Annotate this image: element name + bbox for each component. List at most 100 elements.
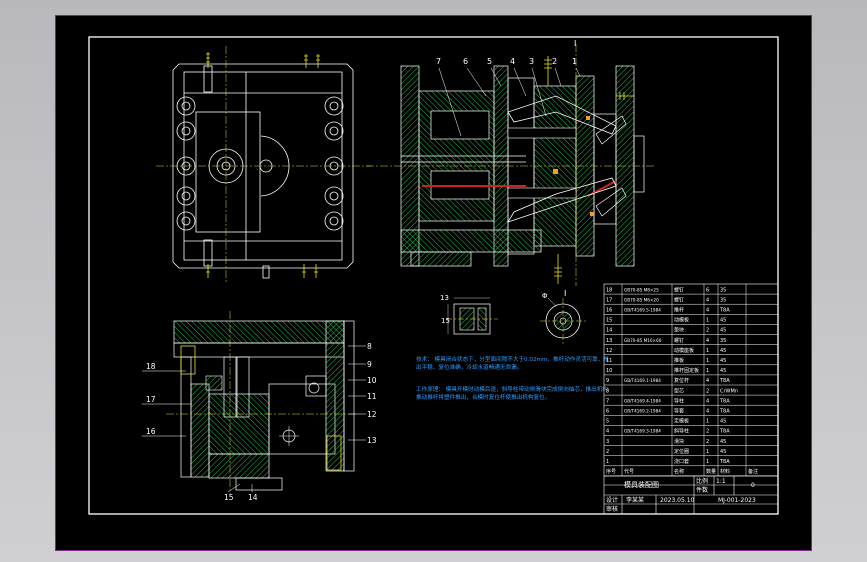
bom-cell-name: 定位圈 xyxy=(674,448,689,455)
bom-header-std: 代号 xyxy=(624,468,634,475)
callout-16: 16 xyxy=(146,427,156,436)
bom-cell-name: 动模板 xyxy=(674,317,689,324)
bom-cell-mat: T8A xyxy=(719,459,730,465)
bom-cell-name: 定模板 xyxy=(674,418,689,425)
bom-cell-qty: 2 xyxy=(706,439,709,445)
bom-cell-name: 推板 xyxy=(674,357,684,364)
bom-header-note: 备注 xyxy=(748,468,758,475)
callout-8: 8 xyxy=(367,342,372,351)
bom-cell-mat: T8A xyxy=(719,409,730,415)
bom-header-qty: 数量 xyxy=(706,468,716,475)
main-section-centerlines xyxy=(366,44,656,286)
bom-cell-name: 螺钉 xyxy=(674,296,684,303)
detail-view-left: 13 15 xyxy=(440,294,498,335)
callout-6: 6 xyxy=(463,57,468,66)
bom-cell-mat: 35 xyxy=(720,287,726,293)
title-block-text: 模具装配图 比例 1:1 0 件数 设计 李某某 2023.05.10 MJ-0… xyxy=(606,477,756,513)
callout-1: 1 xyxy=(572,57,577,66)
bom-cell-mat: 45 xyxy=(720,449,726,455)
section-mark-bottom: I xyxy=(564,289,566,298)
bom-cell-qty: 1 xyxy=(706,419,709,425)
bom-cell-no: 14 xyxy=(606,328,612,334)
bom-cell-mat: T8A xyxy=(719,308,730,314)
bom-cell-name: 浇口套 xyxy=(674,458,689,465)
side-callout-leaders xyxy=(142,345,366,493)
callout-18: 18 xyxy=(146,362,156,371)
bom-cell-mat: T8A xyxy=(719,429,730,435)
bom-cell-mat: T8A xyxy=(719,398,730,404)
working-principle-note: 工作原理： 模具开模时动模后退，斜导柱带动侧滑块完成侧向抽芯，推出机构推动推杆将… xyxy=(416,387,608,401)
bom-cell-no: 11 xyxy=(606,358,612,364)
detail-dim-width: 13 xyxy=(440,294,449,302)
bom-cell-qty: 4 xyxy=(706,409,709,415)
designer-label: 设计 xyxy=(606,496,618,504)
bom-cell-std: GB70-85 M6×20 xyxy=(624,297,659,302)
bom-cell-qty: 2 xyxy=(706,388,709,394)
side-callouts: 8 9 10 11 12 13 18 17 16 15 14 xyxy=(146,342,377,502)
bom-cell-std: GB/T4169.1-1984 xyxy=(624,378,661,383)
bom-cell-qty: 2 xyxy=(706,328,709,334)
bom-cell-no: 5 xyxy=(606,419,609,425)
detail-dim-circle: Φ xyxy=(542,292,548,300)
bom-cell-no: 18 xyxy=(606,287,612,293)
main-section-screws xyxy=(544,56,634,284)
bom-cell-qty: 1 xyxy=(706,358,709,364)
cad-drawing-canvas[interactable]: 7 6 5 4 3 2 1 I I xyxy=(56,16,811,550)
callout-14: 14 xyxy=(248,493,258,502)
callout-15: 15 xyxy=(224,493,234,502)
bom-cell-name: 滑块 xyxy=(674,438,684,445)
bom-cell-qty: 6 xyxy=(706,287,709,293)
detail-view-right: Φ xyxy=(540,292,586,344)
bom-cell-no: 9 xyxy=(606,378,609,384)
main-section-view xyxy=(400,65,645,267)
bom-cell-qty: 1 xyxy=(706,368,709,374)
callout-4: 4 xyxy=(510,57,515,66)
bom-cell-no: 13 xyxy=(606,338,612,344)
bom-cell-no: 3 xyxy=(606,439,609,445)
technical-notes-area: 技术： 模具闭合状态下，分型面间隙不大于0.02mm，推杆动作灵活可靠，推出平稳… xyxy=(416,357,609,401)
plan-view-centerlines xyxy=(156,46,371,284)
bom-cell-name: 螺钉 xyxy=(674,286,684,293)
top-callouts: 7 6 5 4 3 2 1 I I xyxy=(436,39,577,298)
bom-cell-no: 7 xyxy=(606,398,609,404)
side-section-centerlines xyxy=(166,311,356,496)
bom-cell-name: 斜导柱 xyxy=(674,428,689,435)
bom-cell-std: GB/T4169.4-1984 xyxy=(624,398,661,403)
bom-cell-std: GB70-85 M10×60 xyxy=(624,338,662,343)
callout-9: 9 xyxy=(367,360,372,369)
bom-cell-no: 12 xyxy=(606,348,612,354)
callout-17: 17 xyxy=(146,395,156,404)
bom-cell-qty: 1 xyxy=(706,318,709,324)
bom-cell-name: 导柱 xyxy=(674,397,684,404)
bom-cell-qty: 4 xyxy=(706,338,709,344)
bom-cell-std: GB70-85 M8×25 xyxy=(624,287,659,292)
scale-label: 比例 xyxy=(696,477,708,485)
top-callout-leaders xyxy=(438,67,581,137)
drawing-title: 模具装配图 xyxy=(624,480,659,489)
callout-5: 5 xyxy=(487,57,492,66)
bom-cell-name: 垫块 xyxy=(674,327,684,334)
callout-3: 3 xyxy=(529,57,534,66)
bom-cell-std: GB/T4169.3-1984 xyxy=(624,429,661,434)
callout-11: 11 xyxy=(367,392,377,401)
bom-cell-qty: 1 xyxy=(706,449,709,455)
bom-cell-qty: 4 xyxy=(706,398,709,404)
bom-cell-mat: 45 xyxy=(720,348,726,354)
bom-cell-qty: 2 xyxy=(706,429,709,435)
designer-name: 李某某 xyxy=(626,496,644,504)
drawing-sheet[interactable]: 7 6 5 4 3 2 1 I I xyxy=(55,15,812,551)
bom-cell-mat: CrWMn xyxy=(720,388,738,394)
bom-cell-mat: T8A xyxy=(719,378,730,384)
bom-cell-mat: 45 xyxy=(720,368,726,374)
bom-cell-qty: 1 xyxy=(706,348,709,354)
bom-cell-qty: 4 xyxy=(706,297,709,303)
title-block xyxy=(603,475,779,515)
detail-dim-height: 15 xyxy=(441,317,450,325)
bom-cell-std: GB/T4169.2-1984 xyxy=(624,409,661,414)
drawing-number: MJ-001-2023 xyxy=(718,497,756,504)
bom-header-name: 名称 xyxy=(674,468,684,475)
sheet-value: 0 xyxy=(751,482,755,489)
callout-7: 7 xyxy=(436,57,441,66)
bom-cell-no: 8 xyxy=(606,388,609,394)
